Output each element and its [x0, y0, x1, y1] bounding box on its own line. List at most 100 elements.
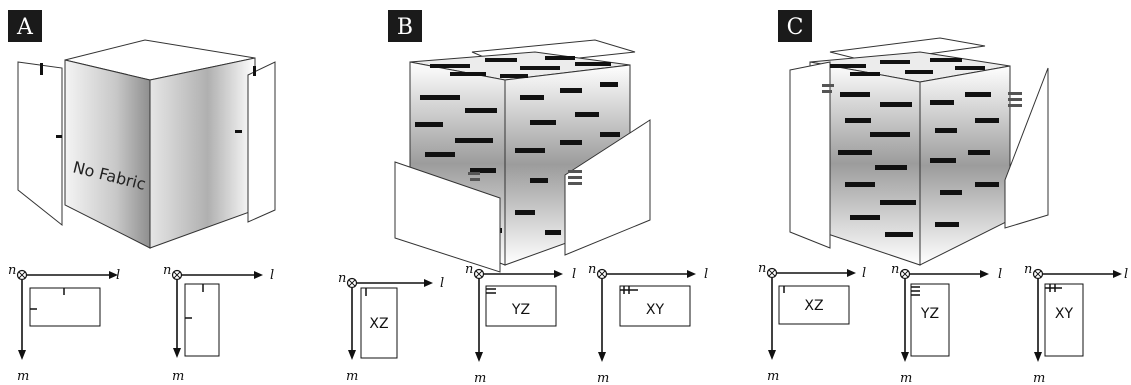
- panel-b-label: B: [397, 15, 413, 40]
- axis-l-label: l: [704, 267, 708, 282]
- axis-m-label: m: [346, 369, 358, 384]
- cube-b-left-plane: [394, 161, 501, 273]
- axis-n-label: n: [758, 261, 766, 276]
- axis-l-label: l: [270, 268, 274, 283]
- cube-c-fabric-right: [930, 92, 999, 227]
- cube-a-left-face: [64, 59, 151, 249]
- cube-a-right-face: [149, 57, 256, 249]
- panel-c-label: C: [787, 15, 804, 40]
- axes-a1: n l m: [8, 263, 120, 384]
- axis-l-arrowhead: [1113, 270, 1122, 278]
- cube-b-fabric-top: [430, 56, 611, 78]
- plane-label-yz: YZ: [511, 302, 530, 318]
- axis-l-arrowhead: [980, 270, 989, 278]
- cube-c: [789, 37, 1049, 266]
- axis-n-label: n: [891, 262, 899, 277]
- axis-m-arrowhead: [173, 348, 181, 358]
- plane-label-xy: XY: [646, 302, 665, 318]
- cube-c-fabric-top: [830, 58, 985, 76]
- axis-n-label: n: [8, 263, 16, 278]
- out-of-page-icon-cross: [18, 271, 26, 279]
- out-of-page-icon-cross: [475, 270, 483, 278]
- axis-m-arrowhead: [475, 352, 483, 362]
- axis-m-label: m: [172, 369, 184, 384]
- axis-l-arrowhead: [687, 270, 696, 278]
- axis-m-label: m: [900, 371, 912, 385]
- cube-a: No Fabric: [17, 39, 276, 249]
- axis-l-label: l: [862, 266, 866, 281]
- plane-label-xz: XZ: [369, 316, 388, 332]
- panel-b: B: [338, 10, 708, 385]
- axis-m-label: m: [474, 371, 486, 385]
- cube-a-left-plane: [17, 61, 63, 227]
- plane-box: [360, 287, 398, 359]
- cube-b-right-plane: [564, 119, 651, 256]
- axes-c1: n l m XZ: [758, 261, 866, 384]
- plane-label-xy: XY: [1055, 306, 1074, 322]
- cube-a-tick: [235, 130, 242, 133]
- cube-b: [394, 39, 651, 273]
- axis-m-label: m: [767, 369, 779, 384]
- axis-l-label: l: [440, 276, 444, 291]
- panel-a-label: A: [16, 15, 34, 40]
- axis-l-arrowhead: [847, 269, 856, 277]
- out-of-page-icon-cross: [598, 270, 606, 278]
- axis-n-label: n: [465, 262, 473, 277]
- axes-a2: n l m: [163, 263, 274, 384]
- axis-n-label: n: [338, 271, 346, 286]
- axis-m-arrowhead: [18, 350, 26, 360]
- axis-n-label: n: [163, 263, 171, 278]
- panel-a: A No Fabric n l m: [8, 10, 276, 384]
- axis-m-label: m: [597, 371, 609, 385]
- out-of-page-icon-cross: [348, 279, 356, 287]
- cube-a-tick: [253, 66, 256, 76]
- axis-n-label: n: [588, 262, 596, 277]
- out-of-page-icon-cross: [768, 269, 776, 277]
- axis-m-label: m: [17, 369, 29, 384]
- panel-c-label-box: [778, 10, 812, 42]
- plane-box: [910, 283, 950, 357]
- plane-label-yz: YZ: [920, 306, 939, 322]
- axis-l-arrowhead: [254, 271, 263, 279]
- axis-l-label: l: [998, 267, 1002, 282]
- axes-b3: n l m XY: [588, 262, 708, 385]
- axis-l-label: l: [116, 268, 120, 283]
- axis-m-label: m: [1033, 371, 1045, 385]
- plane-label-xz: XZ: [804, 298, 823, 314]
- cube-b-plane-ticks: [468, 170, 582, 185]
- plane-box: [485, 285, 557, 327]
- axes-c2: n l m YZ: [891, 262, 1002, 385]
- cube-c-left-plane: [789, 61, 831, 249]
- axis-l-arrowhead: [109, 271, 118, 279]
- axes-b1: n l m XZ: [338, 271, 444, 384]
- cube-c-plane-ticks: [822, 84, 1022, 107]
- plane-box: [184, 283, 220, 357]
- out-of-page-icon-cross: [173, 271, 181, 279]
- axis-m-arrowhead: [348, 350, 356, 360]
- axis-n-label: n: [1024, 262, 1032, 277]
- axis-l-arrowhead: [424, 279, 433, 287]
- out-of-page-icon-cross: [901, 270, 909, 278]
- axes-c3: n l m XY: [1024, 262, 1128, 385]
- axis-l-arrowhead: [554, 270, 563, 278]
- cube-a-right-plane: [247, 61, 276, 223]
- panel-c: C: [758, 10, 1128, 385]
- cube-a-tick: [56, 135, 62, 138]
- axis-m-arrowhead: [768, 350, 776, 360]
- panel-a-label-box: [8, 10, 42, 42]
- plane-box: [619, 285, 691, 327]
- cube-a-tick: [40, 63, 43, 75]
- plane-box: [778, 285, 850, 325]
- cube-c-right-plane: [1004, 67, 1049, 229]
- axis-m-arrowhead: [598, 352, 606, 362]
- plane-box: [1044, 283, 1084, 357]
- cube-c-fabric-left: [838, 92, 916, 237]
- axis-m-arrowhead: [901, 352, 909, 362]
- plane-box: [29, 287, 101, 327]
- panel-b-label-box: [388, 10, 422, 42]
- axis-l-label: l: [1124, 267, 1128, 282]
- axis-m-arrowhead: [1034, 352, 1042, 362]
- axes-b2: n l m YZ: [465, 262, 576, 385]
- out-of-page-icon-cross: [1034, 270, 1042, 278]
